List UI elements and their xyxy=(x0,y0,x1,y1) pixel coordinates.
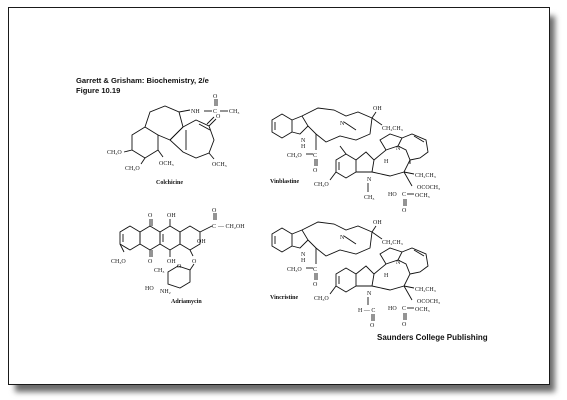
adriamycin-label: Adriamycin xyxy=(171,299,202,305)
svg-text:O: O xyxy=(212,208,217,214)
svg-text:CH₃O: CH₃O xyxy=(314,296,329,302)
svg-text:O: O xyxy=(177,264,182,270)
publisher-credit: Saunders College Publishing xyxy=(377,333,488,342)
svg-text:CH₃: CH₃ xyxy=(364,195,374,201)
svg-text:C: C xyxy=(313,153,317,159)
svg-text:H: H xyxy=(384,273,389,279)
svg-text:N: N xyxy=(367,177,372,183)
svg-text:CH₂CH₃: CH₂CH₃ xyxy=(382,240,403,246)
svg-text:C: C xyxy=(213,109,217,115)
vinblastine-structure: N H N OH CH₂CH₃ CH₃O C O N CH₃ N H CH xyxy=(270,106,440,214)
svg-text:N: N xyxy=(301,252,306,258)
svg-text:O: O xyxy=(313,282,318,288)
svg-text:O: O xyxy=(213,94,218,100)
vincristine-structure: N H N OH CH₂CH₃ CH₃O C O N H — C O N xyxy=(270,220,440,329)
svg-text:OCH₃: OCH₃ xyxy=(415,307,430,313)
svg-text:CH₃: CH₃ xyxy=(229,109,239,115)
svg-text:HO: HO xyxy=(388,192,397,198)
svg-text:CH₃O: CH₃O xyxy=(314,182,329,188)
figure-header: Garrett & Grisham: Biochemistry, 2/e Fig… xyxy=(76,76,209,95)
vinblastine-label: Vinblastine xyxy=(270,179,299,185)
svg-text:H — C: H — C xyxy=(358,308,375,314)
slide-page xyxy=(8,7,550,385)
svg-text:OH: OH xyxy=(167,213,176,219)
svg-text:OH: OH xyxy=(373,220,382,226)
svg-text:CH₃O: CH₃O xyxy=(287,267,302,273)
svg-text:— CH₂OH: — CH₂OH xyxy=(217,224,245,230)
svg-text:OCH₃: OCH₃ xyxy=(212,162,227,168)
colchicine-label: Colchicine xyxy=(156,180,183,186)
svg-text:N: N xyxy=(396,260,401,266)
svg-text:CH₃O: CH₃O xyxy=(125,166,140,172)
svg-text:O: O xyxy=(313,168,318,174)
svg-text:O: O xyxy=(402,322,407,328)
svg-text:OCOCH₃: OCOCH₃ xyxy=(417,185,440,191)
book-title: Garrett & Grisham: Biochemistry, 2/e xyxy=(76,76,209,85)
svg-text:HO: HO xyxy=(388,306,397,312)
adriamycin-structure: O O OH OH OH C O — CH₂OH CH₃O O O CH₃ NH… xyxy=(111,208,245,305)
svg-text:C: C xyxy=(402,306,406,312)
svg-text:N: N xyxy=(367,291,372,297)
svg-text:N: N xyxy=(340,235,345,241)
svg-text:OH: OH xyxy=(197,239,206,245)
svg-text:CH₃: CH₃ xyxy=(154,268,164,274)
svg-text:CH₃O: CH₃O xyxy=(287,153,302,159)
svg-text:C: C xyxy=(212,224,216,230)
svg-text:O: O xyxy=(148,213,153,219)
svg-text:CH₂CH₃: CH₂CH₃ xyxy=(382,126,403,132)
svg-text:C: C xyxy=(313,267,317,273)
figure-number: Figure 10.19 xyxy=(76,85,121,95)
svg-text:O: O xyxy=(216,114,221,120)
svg-text:OCH₃: OCH₃ xyxy=(159,161,174,167)
svg-text:O: O xyxy=(192,259,197,265)
svg-text:H: H xyxy=(301,258,306,264)
svg-text:CH₃O: CH₃O xyxy=(107,150,122,156)
svg-text:C: C xyxy=(402,192,406,198)
svg-text:N: N xyxy=(340,121,345,127)
svg-text:O: O xyxy=(148,259,153,265)
vincristine-label: Vincristine xyxy=(270,295,298,301)
svg-text:OH: OH xyxy=(373,106,382,112)
svg-text:N: N xyxy=(396,146,401,152)
svg-text:O: O xyxy=(370,323,375,329)
svg-text:H: H xyxy=(384,159,389,165)
svg-text:NH₂: NH₂ xyxy=(160,289,171,295)
svg-text:NH: NH xyxy=(191,109,200,115)
svg-text:OCOCH₃: OCOCH₃ xyxy=(417,299,440,305)
svg-text:O: O xyxy=(402,208,407,214)
svg-text:OH: OH xyxy=(167,259,176,265)
svg-text:CH₂CH₃: CH₂CH₃ xyxy=(415,287,436,293)
svg-text:CH₃O: CH₃O xyxy=(111,259,126,265)
svg-text:HO: HO xyxy=(145,286,154,292)
svg-text:OCH₃: OCH₃ xyxy=(415,193,430,199)
colchicine-structure: O NH C O CH₃ OCH₃ CH₃O CH₃O OCH₃ Colchic… xyxy=(107,94,239,186)
svg-text:CH₂CH₃: CH₂CH₃ xyxy=(415,173,436,179)
svg-text:H: H xyxy=(301,144,306,150)
svg-text:N: N xyxy=(301,138,306,144)
